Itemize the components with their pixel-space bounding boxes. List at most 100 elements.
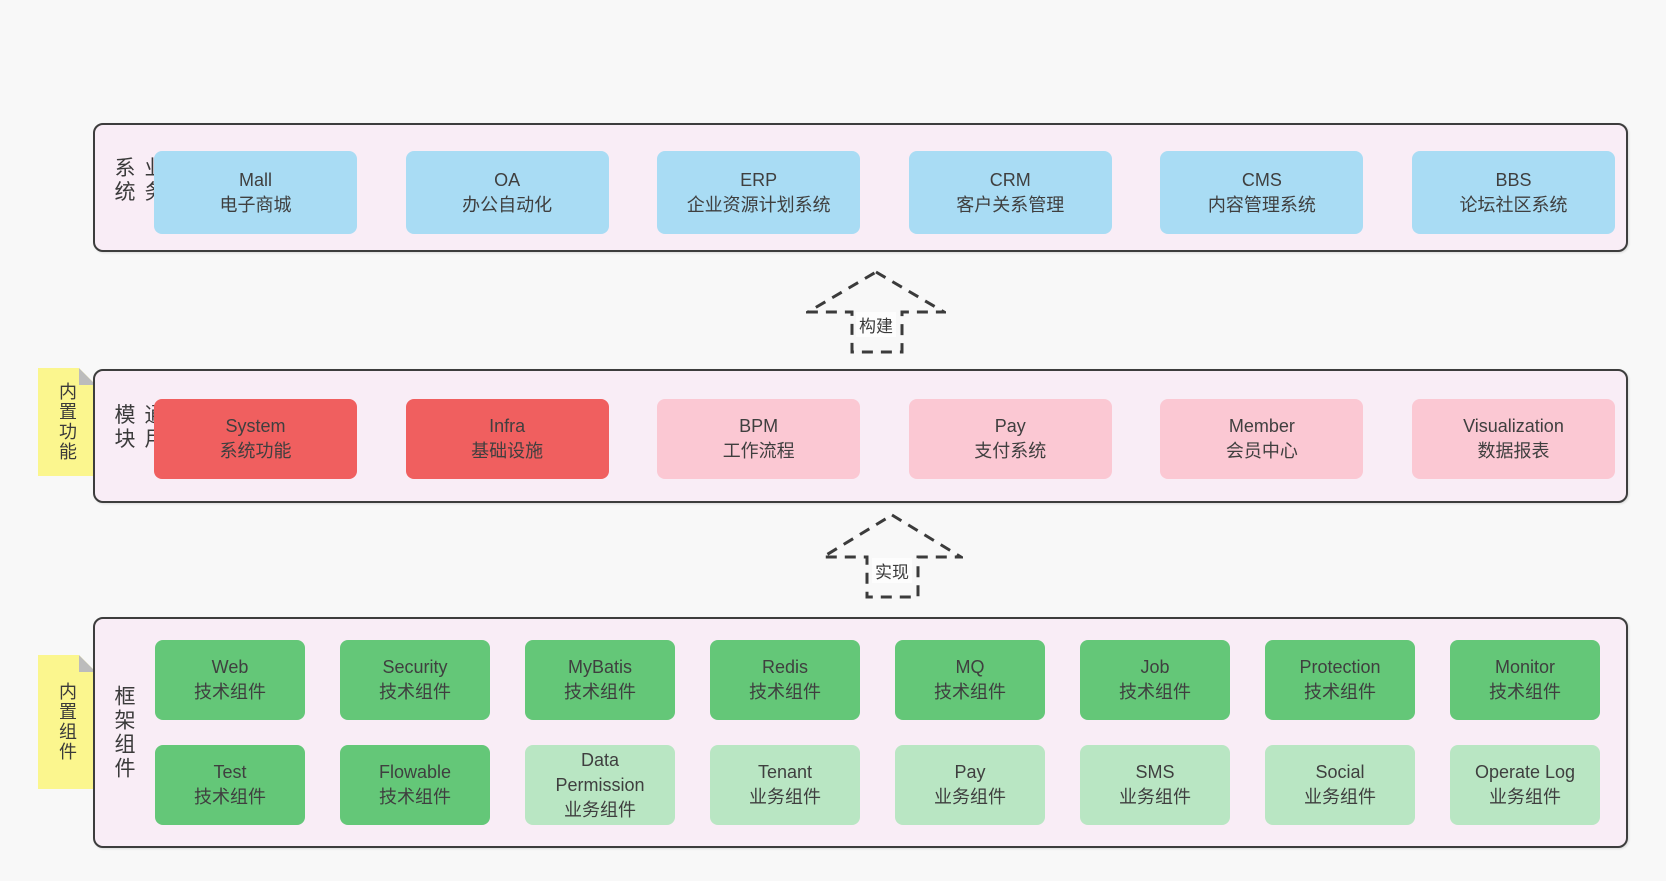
box-desc: 数据报表 xyxy=(1477,441,1550,461)
box-member: Member 会员中心 xyxy=(1160,399,1364,479)
box-desc: 支付系统 xyxy=(974,441,1047,461)
box-flowable: Flowable 技术组件 xyxy=(340,745,490,825)
box-desc: 技术组件 xyxy=(749,682,821,702)
box-erp: ERP 企业资源计划系统 xyxy=(657,151,861,234)
box-protection: Protection 技术组件 xyxy=(1265,640,1415,720)
box-name: MQ xyxy=(955,657,985,677)
box-desc: 业务组件 xyxy=(1119,787,1191,807)
box-name: Visualization xyxy=(1463,416,1564,436)
box-cms: CMS 内容管理系统 xyxy=(1160,151,1364,234)
box-name: Web xyxy=(211,657,249,677)
box-desc: 会员中心 xyxy=(1225,441,1298,461)
box-redis: Redis 技术组件 xyxy=(710,640,860,720)
box-desc: 技术组件 xyxy=(564,682,636,702)
box-mybatis: MyBatis 技术组件 xyxy=(525,640,675,720)
box-desc: 技术组件 xyxy=(379,787,451,807)
box-pay-component: Pay 业务组件 xyxy=(895,745,1045,825)
box-desc: 技术组件 xyxy=(934,682,1006,702)
box-name: BPM xyxy=(739,416,779,436)
box-visualization: Visualization 数据报表 xyxy=(1411,399,1615,479)
box-desc: 业务组件 xyxy=(564,799,636,820)
note-label: 内置组件 xyxy=(57,682,77,762)
band-label: 框架组件 xyxy=(112,684,135,781)
up-arrow-icon xyxy=(821,513,963,599)
box-web: Web 技术组件 xyxy=(155,640,305,720)
band-framework-components: 框架组件 Web 技术组件 Security 技术组件 MyBatis 技术组件… xyxy=(93,617,1628,848)
box-desc: 电子商城 xyxy=(219,194,292,215)
box-infra: Infra 基础设施 xyxy=(405,399,609,479)
box-data-permission: Data Permission 业务组件 xyxy=(525,745,675,825)
up-arrow-implement: 实现 xyxy=(821,513,963,599)
box-name: BBS xyxy=(1495,169,1532,190)
box-desc: 技术组件 xyxy=(1119,682,1191,702)
box-name: CMS xyxy=(1241,169,1282,190)
box-crm: CRM 客户关系管理 xyxy=(908,151,1112,234)
box-name: Job xyxy=(1140,657,1170,677)
box-desc: 办公自动化 xyxy=(462,194,553,215)
box-desc: 系统功能 xyxy=(219,441,292,461)
box-operate-log: Operate Log 业务组件 xyxy=(1450,745,1600,825)
box-name: MyBatis xyxy=(567,657,632,677)
box-system: System 系统功能 xyxy=(154,399,357,479)
note-label: 内置功能 xyxy=(57,382,77,462)
box-name: Pay xyxy=(994,416,1026,436)
box-desc: 技术组件 xyxy=(194,787,266,807)
box-name: Data Permission xyxy=(555,749,645,795)
box-desc: 企业资源计划系统 xyxy=(686,194,831,215)
box-name: ERP xyxy=(740,169,778,190)
box-social: Social 业务组件 xyxy=(1265,745,1415,825)
box-desc: 业务组件 xyxy=(749,787,821,807)
band-common-modules: 通用模块 System 系统功能 Infra 基础设施 BPM 工作流程 Pay… xyxy=(93,369,1628,503)
up-arrow-build: 构建 xyxy=(806,270,946,354)
box-test: Test 技术组件 xyxy=(155,745,305,825)
band-row: Mall 电子商城 OA 办公自动化 ERP 企业资源计划系统 CRM 客户关系… xyxy=(154,151,1615,234)
box-desc: 内容管理系统 xyxy=(1207,194,1316,215)
band-row: Test 技术组件 Flowable 技术组件 Data Permission … xyxy=(155,745,1600,825)
box-monitor: Monitor 技术组件 xyxy=(1450,640,1600,720)
box-name: Operate Log xyxy=(1474,762,1576,782)
sticky-note-built-in-features: 内置功能 xyxy=(38,368,96,476)
band-business-systems: 业务系统 Mall 电子商城 OA 办公自动化 ERP 企业资源计划系统 CRM… xyxy=(93,123,1628,252)
box-desc: 基础设施 xyxy=(471,441,544,461)
box-job: Job 技术组件 xyxy=(1080,640,1230,720)
box-desc: 业务组件 xyxy=(1489,787,1561,807)
box-desc: 业务组件 xyxy=(934,787,1006,807)
box-name: Infra xyxy=(489,416,526,436)
box-desc: 技术组件 xyxy=(379,682,451,702)
box-desc: 工作流程 xyxy=(722,441,795,461)
box-name: Flowable xyxy=(378,762,452,782)
box-name: Pay xyxy=(954,762,986,782)
box-desc: 技术组件 xyxy=(1489,682,1561,702)
box-mall: Mall 电子商城 xyxy=(154,151,357,234)
box-name: OA xyxy=(494,169,521,190)
box-oa: OA 办公自动化 xyxy=(405,151,609,234)
band-row: System 系统功能 Infra 基础设施 BPM 工作流程 Pay 支付系统… xyxy=(154,399,1615,479)
box-tenant: Tenant 业务组件 xyxy=(710,745,860,825)
box-sms: SMS 业务组件 xyxy=(1080,745,1230,825)
box-desc: 技术组件 xyxy=(1304,682,1376,702)
box-desc: 业务组件 xyxy=(1304,787,1376,807)
box-name: Test xyxy=(213,762,247,782)
box-name: Protection xyxy=(1299,657,1381,677)
box-desc: 技术组件 xyxy=(194,682,266,702)
box-name: Social xyxy=(1315,762,1365,782)
box-mq: MQ 技术组件 xyxy=(895,640,1045,720)
box-desc: 客户关系管理 xyxy=(956,194,1065,215)
arrow-label: 构建 xyxy=(856,312,896,337)
band-row: Web 技术组件 Security 技术组件 MyBatis 技术组件 Redi… xyxy=(155,640,1600,720)
box-name: Mall xyxy=(238,169,272,190)
box-bpm: BPM 工作流程 xyxy=(657,399,861,479)
box-name: Monitor xyxy=(1494,657,1556,677)
box-security: Security 技术组件 xyxy=(340,640,490,720)
box-name: System xyxy=(225,416,286,436)
box-name: SMS xyxy=(1135,762,1175,782)
box-name: Redis xyxy=(761,657,809,677)
box-pay-system: Pay 支付系统 xyxy=(908,399,1112,479)
box-name: CRM xyxy=(989,169,1031,190)
box-bbs: BBS 论坛社区系统 xyxy=(1411,151,1615,234)
up-arrow-icon xyxy=(806,270,946,354)
box-desc: 论坛社区系统 xyxy=(1459,194,1568,215)
sticky-note-built-in-components: 内置组件 xyxy=(38,655,96,789)
box-name: Security xyxy=(382,657,448,677)
